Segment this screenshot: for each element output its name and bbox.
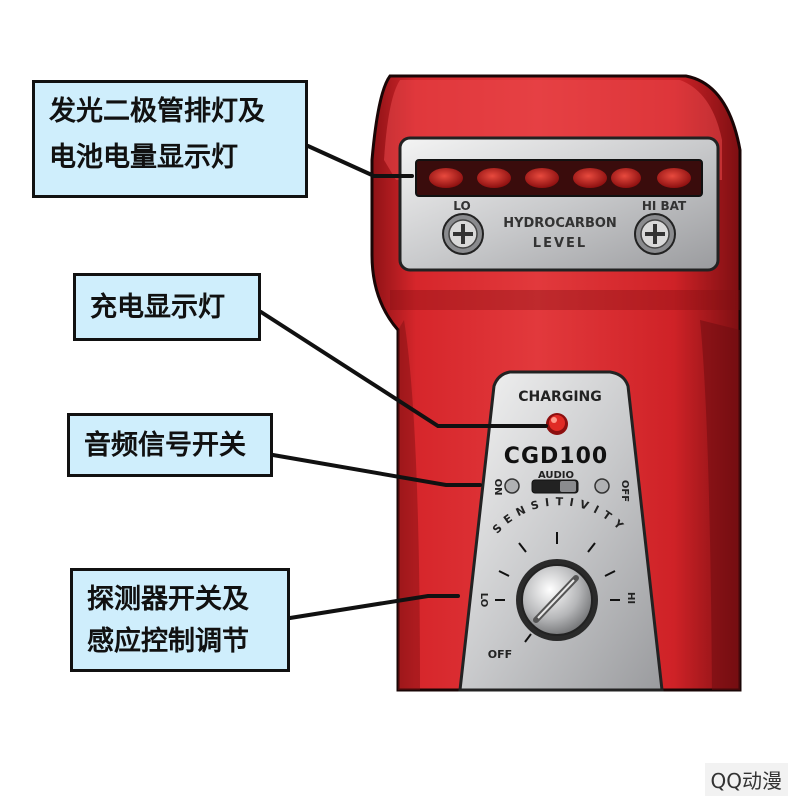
dial-lo-label: LO [478,593,489,608]
callout-audio-switch: 音频信号开关 [67,413,273,477]
leader-audio-switch [271,453,482,487]
callout-charging-light: 充电显示灯 [73,273,261,341]
leader-led-bar [306,144,414,178]
charging-light [546,413,568,435]
callout-led-bar: 发光二极管排灯及 电池电量显示灯 [32,80,308,198]
watermark: QQ动漫 [704,763,788,796]
callout-led-bar-line1: 发光二极管排灯及 [49,96,265,127]
led-row [429,168,691,188]
led-6 [657,168,691,188]
callout-detector-switch: 探测器开关及 感应控制调节 [70,568,290,672]
led-2 [477,168,511,188]
led-5 [611,168,641,188]
led-1 [429,168,463,188]
device-name-line1: HYDROCARBON [503,216,617,231]
top-hi-bat-label: HI BAT [642,199,687,213]
top-lo-label: LO [453,199,470,213]
left-screw-icon [442,213,484,255]
dial-off-label: OFF [488,648,512,661]
callout-detector-switch-line2: 感应控制调节 [87,626,249,657]
top-display-panel: LO HI BAT HYDROCARBON LEVEL [398,136,720,272]
callout-detector-switch-line1: 探测器开关及 [87,584,249,615]
right-screw-icon [634,213,676,255]
dial-tick-marks [495,532,620,643]
charging-label: CHARGING [518,389,602,405]
audio-label: AUDIO [538,470,574,481]
audio-on-label: ON [492,479,503,496]
control-panel: CHARGING CGD100 AUDIO ON OFF SENSITIVITY [458,370,664,692]
callout-led-bar-line2: 电池电量显示灯 [49,142,238,173]
callout-audio-switch-line1: 音频信号开关 [84,430,246,461]
led-3 [525,168,559,188]
led-4 [573,168,607,188]
leader-charging-light [259,310,548,428]
dial-hi-label: HI [625,592,636,604]
audio-toggle-switch[interactable] [504,478,610,494]
leader-lines [259,144,548,620]
callout-charging-light-line1: 充电显示灯 [90,292,225,323]
device-name-line2: LEVEL [533,236,587,251]
audio-off-label: OFF [619,480,630,502]
model-label: CGD100 [504,444,608,469]
leader-detector-switch [288,594,460,620]
sensitivity-knob[interactable] [516,559,598,641]
